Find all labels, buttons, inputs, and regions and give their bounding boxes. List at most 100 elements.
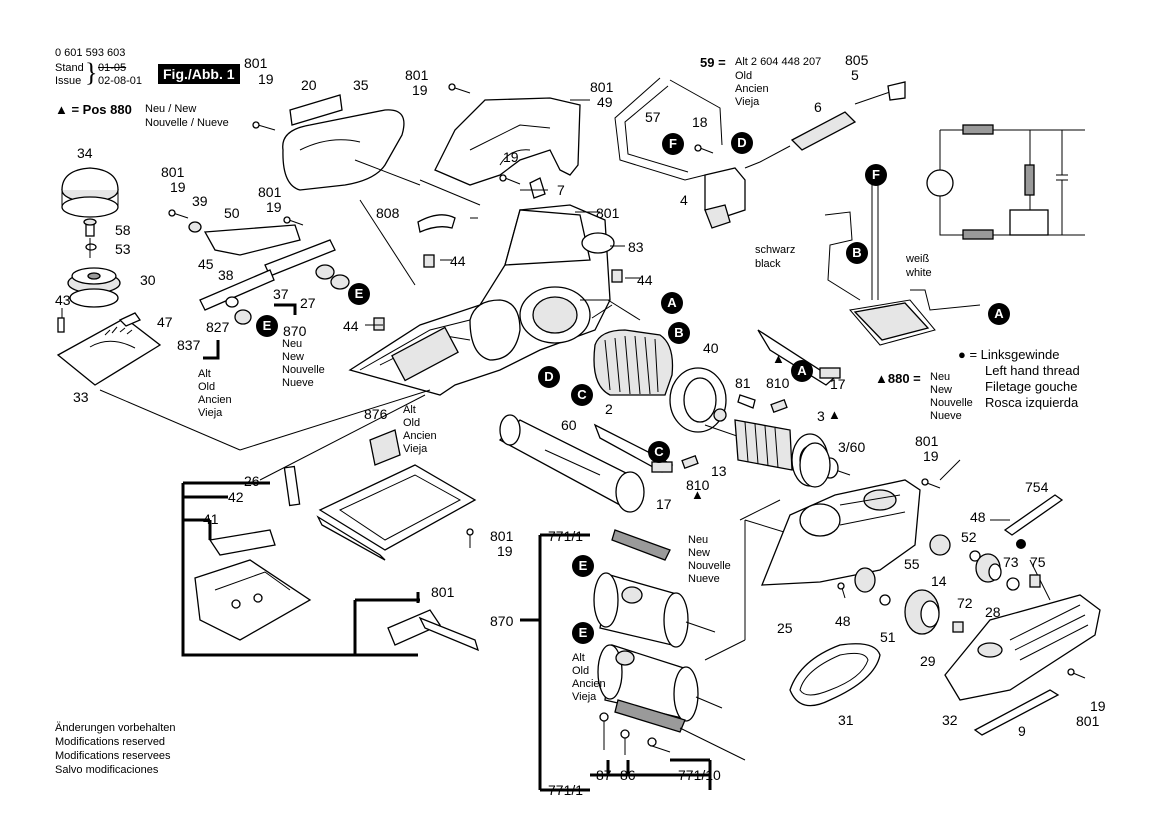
- cover-35: [282, 109, 405, 191]
- part-81: [737, 394, 756, 409]
- n870-neu: Neu: [282, 338, 303, 350]
- pn-6: 6: [814, 99, 822, 115]
- pn-4: 4: [680, 192, 688, 208]
- pn-44-a: 44: [450, 253, 466, 269]
- legend-bullet: ● = Linksgewinde: [958, 347, 1060, 362]
- pn-801-c: 801: [590, 79, 614, 95]
- figure-label: Fig./Abb. 1: [158, 64, 240, 84]
- part59-text: Alt 2 604 448 207: [735, 56, 822, 68]
- switch-4: [704, 167, 746, 229]
- a837-ancien: Ancien: [198, 394, 232, 406]
- pn-44-c: 44: [343, 318, 359, 334]
- n771-nueve: Nueve: [688, 573, 720, 585]
- pn-48-a: 48: [970, 509, 986, 525]
- pn-20: 20: [301, 77, 317, 93]
- marker-B-1: B: [668, 322, 690, 344]
- bearing-39: [188, 221, 202, 233]
- bracket-50: [203, 224, 301, 256]
- n870-new: New: [282, 351, 305, 363]
- pos-note-symbol: ▲ = Pos 880: [55, 102, 132, 117]
- pn-19-b: 19: [412, 82, 428, 98]
- a837-alt: Alt: [198, 368, 211, 380]
- pin-771-10: [679, 727, 746, 761]
- pn-3: 3: [817, 408, 825, 424]
- pn-19-f: 19: [497, 543, 513, 559]
- pn-49: 49: [597, 94, 613, 110]
- pn-27: 27: [300, 295, 316, 311]
- pn-17-a: 17: [830, 376, 846, 392]
- pn-53: 53: [115, 241, 131, 257]
- base-plate-33: [56, 317, 162, 386]
- bearing-827: [234, 309, 252, 325]
- marker-E-1: E: [348, 283, 370, 305]
- doc-number: 0 601 593 603: [55, 47, 126, 59]
- marker-A-3: A: [988, 303, 1010, 325]
- label-9: [973, 689, 1060, 736]
- clip-44a: [423, 254, 435, 268]
- pn-19-c: 19: [170, 179, 186, 195]
- pn-50: 50: [224, 205, 240, 221]
- marker-E-2: E: [256, 315, 278, 337]
- base-876: [316, 464, 477, 561]
- pn-801-b: 801: [405, 67, 429, 83]
- pn-19-a: 19: [258, 71, 274, 87]
- marker-E-4: E: [572, 622, 594, 644]
- triangle-marker-3: ▲: [691, 487, 704, 502]
- group-frames: [181, 303, 712, 792]
- pn-19-e: 19: [503, 149, 519, 165]
- shoe-801: [194, 559, 312, 641]
- pn-801-g: 801: [490, 528, 514, 544]
- marker-F-1: F: [662, 133, 684, 155]
- knob-34: [61, 167, 119, 218]
- issue-label: Issue: [55, 75, 82, 87]
- bearing-13: [713, 408, 727, 422]
- pn-42: 42: [228, 489, 244, 505]
- pn-83: 83: [628, 239, 644, 255]
- brace-symbol: }: [85, 58, 98, 87]
- plug-83: [581, 232, 615, 254]
- cable-6: [744, 81, 906, 169]
- pn-41: 41: [203, 511, 219, 527]
- pn-2: 2: [605, 401, 613, 417]
- pn-25: 25: [777, 620, 793, 636]
- pn-13: 13: [711, 463, 727, 479]
- label-808: [417, 214, 456, 233]
- pn-805: 805: [845, 52, 869, 68]
- pn-37: 37: [273, 286, 289, 302]
- belt-31: [789, 643, 881, 707]
- pn-43: 43: [55, 292, 71, 308]
- clip-44c: [373, 317, 385, 331]
- blade-771-bottom: [614, 699, 686, 733]
- pn-801-f: 801: [596, 205, 620, 221]
- pn-60: 60: [561, 417, 577, 433]
- pn-75: 75: [1030, 554, 1046, 570]
- n771-nouvelle: Nouvelle: [688, 560, 731, 572]
- wire-harness: [824, 180, 981, 346]
- pos-note-lang2: Nouvelle / Nueve: [145, 117, 229, 129]
- left-thread-dot: [1016, 539, 1026, 549]
- pn-47: 47: [157, 314, 173, 330]
- screws: [168, 83, 1086, 679]
- pn-40: 40: [703, 340, 719, 356]
- marker-F-2: F: [865, 164, 887, 186]
- a870-alt: Alt: [572, 652, 585, 664]
- pn-810-a: 810: [766, 375, 790, 391]
- pn-801-e: 801: [258, 184, 282, 200]
- pn-72: 72: [957, 595, 973, 611]
- spring-47: [118, 312, 141, 327]
- legend-line3: Filetage gouche: [985, 379, 1078, 394]
- part59-ancien: Ancien: [735, 83, 769, 95]
- pn-48-b: 48: [835, 613, 851, 629]
- pulley-29: [904, 589, 940, 635]
- plate-837: [199, 269, 275, 311]
- pn-801-j: 801: [1076, 713, 1100, 729]
- pn-55: 55: [904, 556, 920, 572]
- pn-870-a: 870: [283, 323, 307, 339]
- a876-alt: Alt: [403, 404, 416, 416]
- brush-17: [819, 367, 841, 379]
- marker-A-2: A: [791, 360, 813, 382]
- washer-53: [85, 243, 97, 251]
- pn-86: 86: [620, 767, 636, 783]
- wrench-754: [1003, 494, 1064, 536]
